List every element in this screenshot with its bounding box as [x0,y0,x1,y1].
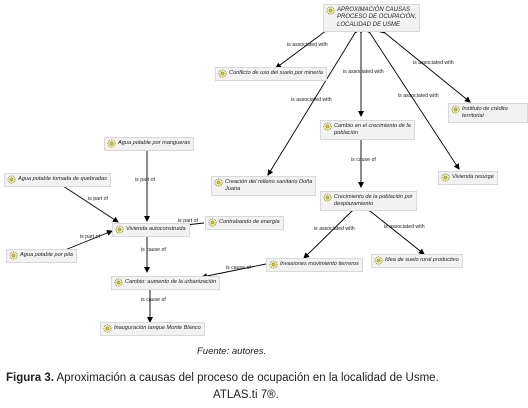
edge-label: is associated with [384,224,425,230]
figure-source: Fuente: autores. [197,346,267,357]
node-instituto: Instituto de crédito territorial [448,103,528,123]
node-creacion-relleno: Creación del relleno sanitario Doña Juan… [211,176,317,196]
edge-label: is associated with [314,226,355,232]
node-agua-pila: Agua potable por pila [6,249,77,263]
node-idea-suelo: Idea de suelo rural productivo [371,254,463,268]
node-invasiones: Invasiones movimiento tierreros [266,258,363,272]
edge-desplazamiento-invasiones [303,205,358,259]
edge-label: is associated with [291,97,332,103]
edge-label: is cause of [141,247,166,253]
edge-label: is cause of [351,157,376,163]
code-icon [374,256,383,265]
node-inauguracion: Inauguración tanque Monte Blanco [100,322,205,336]
edge-pila-vivienda [59,230,113,253]
edge-label: is part of [80,234,100,240]
code-icon [323,122,332,131]
code-icon [269,260,278,269]
node-agua-mangueras: Agua potable por mangueras [104,137,195,151]
code-icon [214,178,223,187]
node-cambio-crecimiento: Cambio en el crecimiento de la población [320,120,415,140]
edge-label: is cause of [226,265,251,271]
code-icon [323,193,332,202]
edge-root-instituto [379,27,471,103]
node-cambio-urbanizacion: Cambio: aumento de la urbanización [111,276,221,290]
node-crecimiento-desplazamiento: Crecimiento de la población por desplaza… [320,191,417,211]
code-icon [208,218,217,227]
edge-quebradas-vivienda [59,183,119,223]
code-icon [326,6,335,15]
node-agua-quebradas: Agua potable tomada de quebradas [4,173,111,187]
edge-label: is cause of [141,297,166,303]
edge-root-conflicto [275,24,333,69]
edge-label: is part of [178,218,198,224]
code-icon [218,69,227,78]
code-icon [115,225,124,234]
node-conflicto: Conflicto de uso del suelo por minería [215,67,327,81]
node-contrabando: Contrabando de energía [205,216,284,230]
edge-root-relleno [267,27,361,176]
edge-desplazamiento-idea [364,205,425,255]
edge-label: is part of [135,177,155,183]
edge-invasiones-urbanizacion [201,263,267,279]
figure-caption: Figura 3. Aproximación a causas del proc… [6,372,439,384]
figure-caption-line2: ATLAS.ti 7®. [213,389,279,401]
caption-text: Aproximación a causas del proceso de ocu… [53,372,439,384]
caption-label: Figura 3. [6,372,54,384]
code-icon [441,173,450,182]
code-icon [7,175,16,184]
edge-label: is associated with [287,42,328,48]
node-vivienda-resurge: Vivienda resurge [438,171,498,185]
code-icon [9,251,18,260]
code-icon [103,324,112,333]
code-icon [107,139,116,148]
code-icon [451,105,460,114]
node-vivienda-autoconstruida: Vivienda autoconstruida [112,223,190,237]
edge-label: is part of [88,196,108,202]
node-aproximacion: APROXIMACIÓN CAUSAS PROCESO DE OCUPACIÓN… [323,4,421,32]
edge-label: is associated with [413,60,454,66]
edge-label: is associated with [398,93,439,99]
code-icon [114,278,123,287]
edge-label: is associated with [343,69,384,75]
edge-root-vivienda-resurge [364,27,460,170]
